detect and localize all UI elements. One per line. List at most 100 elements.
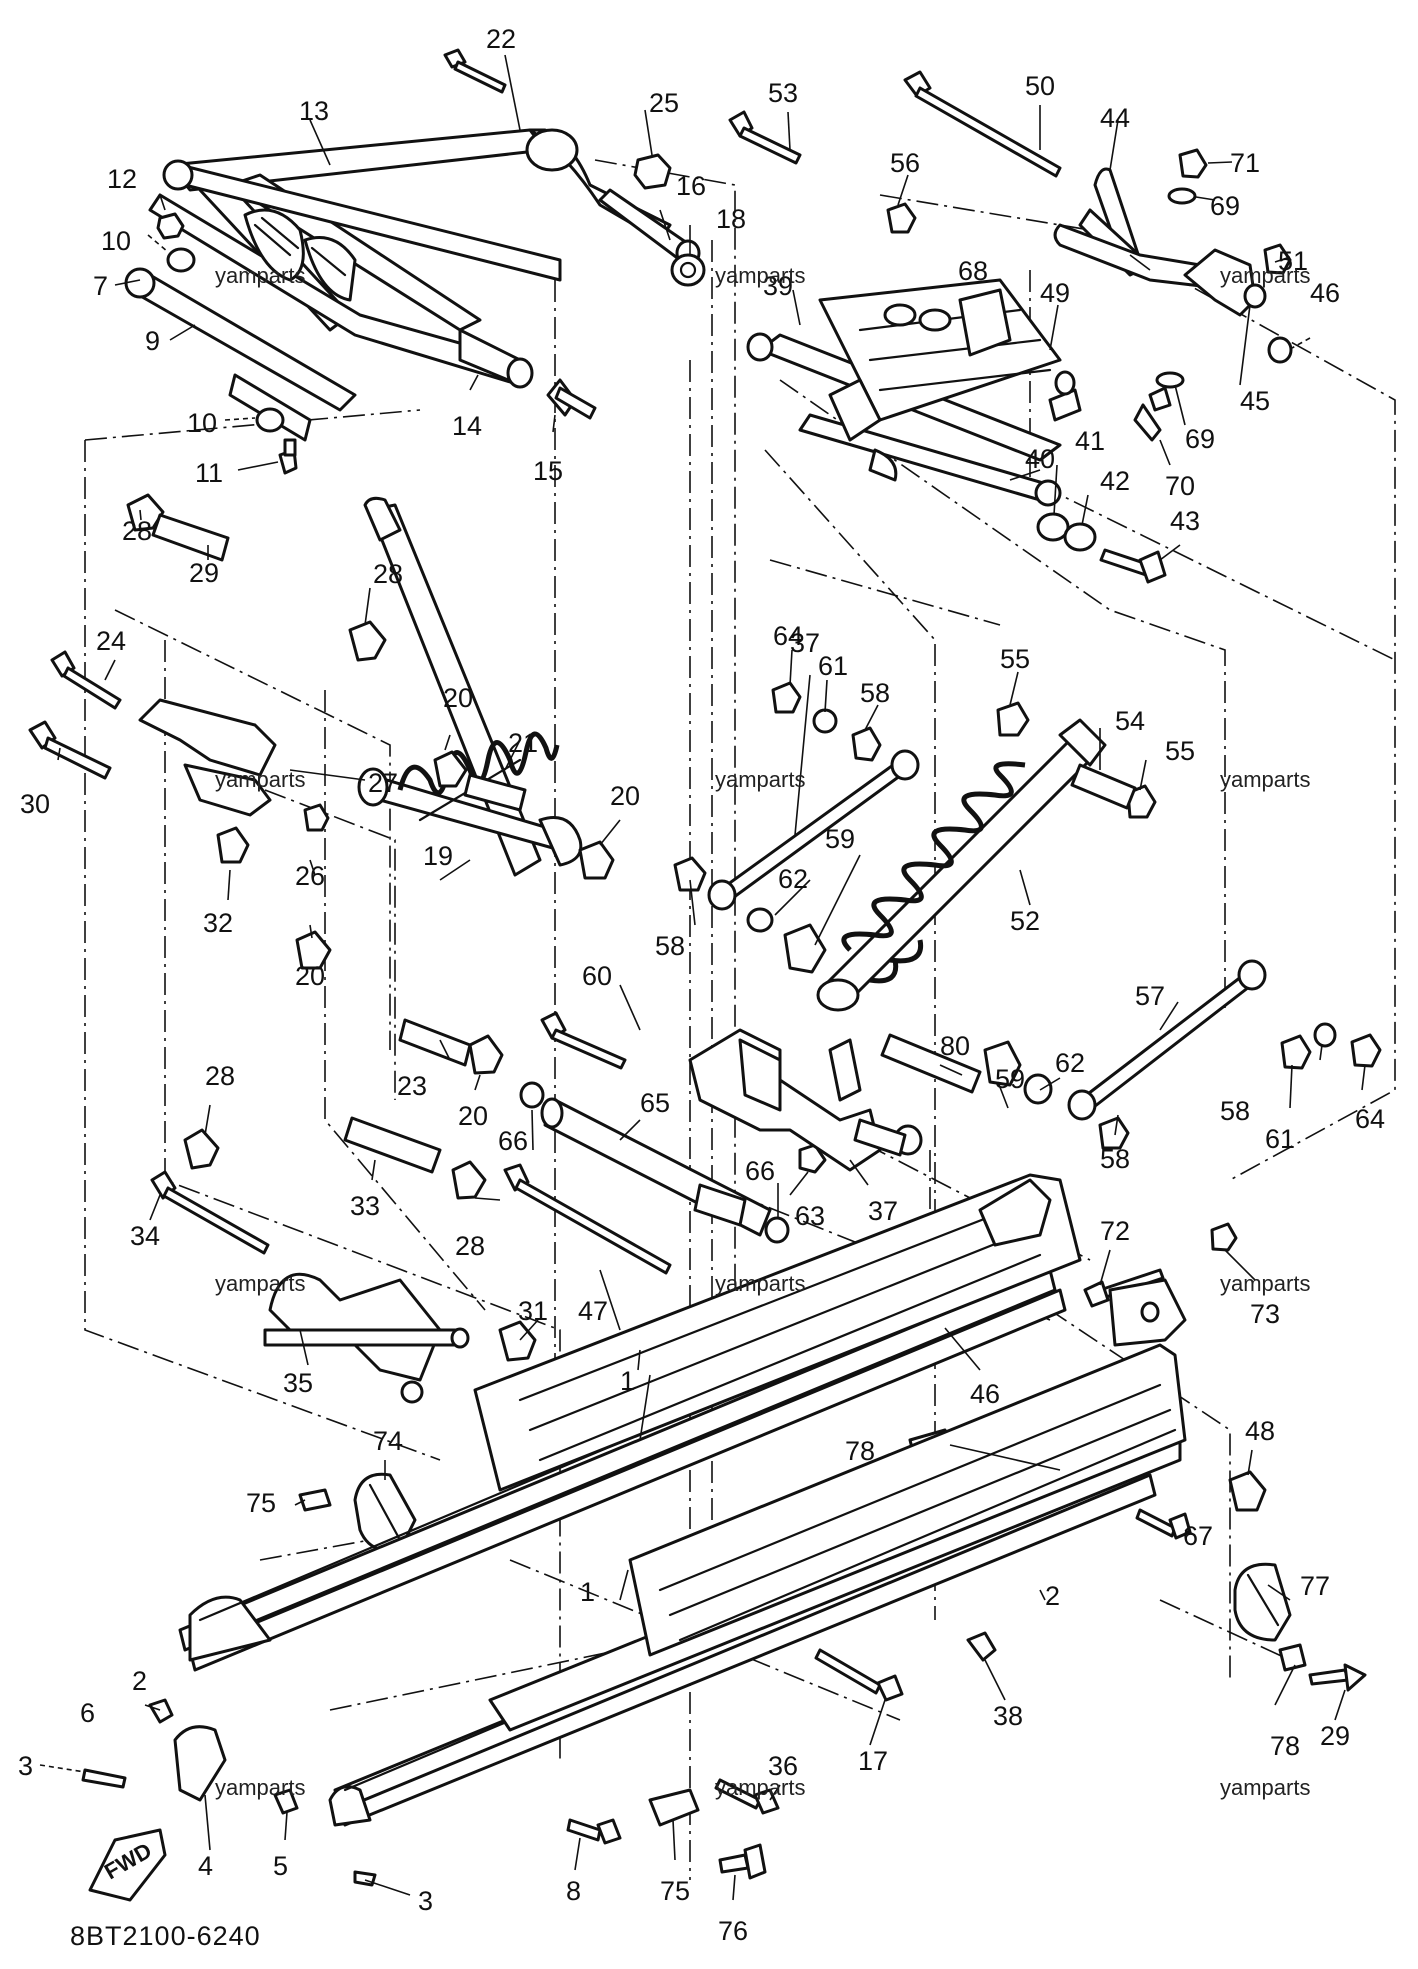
callout-62b: 62: [1055, 1048, 1085, 1078]
small-parts: [28, 48, 1382, 1902]
watermark: yamparts: [1220, 1271, 1310, 1296]
callout-58c: 58: [1220, 1096, 1250, 1126]
watermark: yamparts: [1220, 1775, 1310, 1800]
callout-40: 40: [1025, 444, 1055, 474]
front-arm-assembly: [124, 128, 701, 442]
shock-19: [357, 731, 583, 867]
callout-23: 23: [397, 1071, 427, 1101]
callout-58b: 58: [860, 678, 890, 708]
callout-42: 42: [1100, 466, 1130, 496]
callout-66b: 66: [745, 1156, 775, 1186]
callout-20a: 20: [295, 961, 325, 991]
callout-10b: 10: [187, 408, 217, 438]
callout-31: 31: [518, 1296, 548, 1326]
callout-18: 18: [716, 204, 746, 234]
callout-52: 52: [1010, 906, 1040, 936]
slide-rails: [178, 1173, 1187, 1827]
callout-20c: 20: [610, 781, 640, 811]
callout-46b: 46: [970, 1379, 1000, 1409]
callout-54: 54: [1115, 706, 1145, 736]
callout-29b: 29: [1320, 1721, 1350, 1751]
callout-9: 9: [145, 326, 160, 356]
callout-66a: 66: [498, 1126, 528, 1156]
callout-3a: 3: [18, 1751, 33, 1781]
callout-75b: 75: [660, 1876, 690, 1906]
callout-15: 15: [533, 456, 563, 486]
callout-76: 76: [718, 1916, 748, 1946]
callout-29a: 29: [189, 558, 219, 588]
callout-80: 80: [940, 1031, 970, 1061]
watermark: yamparts: [215, 767, 305, 792]
callout-71: 71: [1230, 148, 1260, 178]
callout-33: 33: [350, 1191, 380, 1221]
fwd-plate: [88, 1828, 167, 1902]
callout-25: 25: [649, 88, 679, 118]
callout-22: 22: [486, 24, 516, 54]
callout-13: 13: [299, 96, 329, 126]
callout-30: 30: [20, 789, 50, 819]
callout-11: 11: [195, 458, 223, 488]
callout-27: 27: [368, 768, 398, 798]
callout-numbers: 22 25 13 12 10 7 9 10 11 16 18 14 15 28 …: [18, 24, 1385, 1946]
callout-17: 17: [858, 1746, 888, 1776]
callout-55a: 55: [1000, 644, 1030, 674]
callout-45: 45: [1240, 386, 1270, 416]
callout-3b: 3: [418, 1886, 433, 1916]
callout-37b: 37: [868, 1196, 898, 1226]
rear-arm-assembly: [746, 278, 1082, 507]
callout-68: 68: [958, 256, 988, 286]
callout-60: 60: [582, 961, 612, 991]
watermark: yamparts: [215, 263, 305, 288]
callout-21: 21: [508, 728, 538, 758]
shock-52: [816, 718, 1107, 1012]
callout-70: 70: [1165, 471, 1195, 501]
callout-32: 32: [203, 908, 233, 938]
callout-1b: 1: [580, 1577, 595, 1607]
callout-19: 19: [423, 841, 453, 871]
callout-59a: 59: [825, 824, 855, 854]
callout-55b: 55: [1165, 736, 1195, 766]
callout-35: 35: [283, 1368, 313, 1398]
callout-69a: 69: [1210, 191, 1240, 221]
callout-47: 47: [578, 1296, 608, 1326]
callout-41: 41: [1075, 426, 1105, 456]
callout-78a: 78: [845, 1436, 875, 1466]
callout-20b: 20: [443, 683, 473, 713]
callout-28b: 28: [373, 559, 403, 589]
callout-69b: 69: [1185, 424, 1215, 454]
callout-58a: 58: [655, 931, 685, 961]
callout-53: 53: [768, 78, 798, 108]
callout-56: 56: [890, 148, 920, 178]
callout-36: 36: [768, 1751, 798, 1781]
callout-64a: 64: [773, 621, 803, 651]
callout-38: 38: [993, 1701, 1023, 1731]
callout-49: 49: [1040, 278, 1070, 308]
callout-28c: 28: [205, 1061, 235, 1091]
callout-67: 67: [1183, 1521, 1213, 1551]
callout-61b: 61: [1265, 1124, 1295, 1154]
callout-1a: 1: [620, 1366, 635, 1396]
callout-50: 50: [1025, 71, 1055, 101]
callout-7: 7: [93, 271, 108, 301]
callout-72: 72: [1100, 1216, 1130, 1246]
callout-75a: 75: [246, 1488, 276, 1518]
callout-28a: 28: [122, 516, 152, 546]
callout-10a: 10: [101, 226, 131, 256]
callout-34: 34: [130, 1221, 160, 1251]
watermark: yamparts: [215, 1271, 305, 1296]
watermark: yamparts: [715, 1775, 805, 1800]
watermark: yamparts: [715, 263, 805, 288]
callout-65: 65: [640, 1088, 670, 1118]
callout-6: 6: [80, 1698, 95, 1728]
callout-73: 73: [1250, 1299, 1280, 1329]
callout-4: 4: [198, 1851, 213, 1881]
callout-51: 51: [1278, 246, 1308, 276]
callout-5: 5: [273, 1851, 288, 1881]
watermark: yamparts: [715, 1271, 805, 1296]
callout-46a: 46: [1310, 278, 1340, 308]
watermark: yamparts: [715, 767, 805, 792]
callout-44: 44: [1100, 103, 1130, 133]
callout-74: 74: [373, 1426, 403, 1456]
callout-14: 14: [452, 411, 482, 441]
